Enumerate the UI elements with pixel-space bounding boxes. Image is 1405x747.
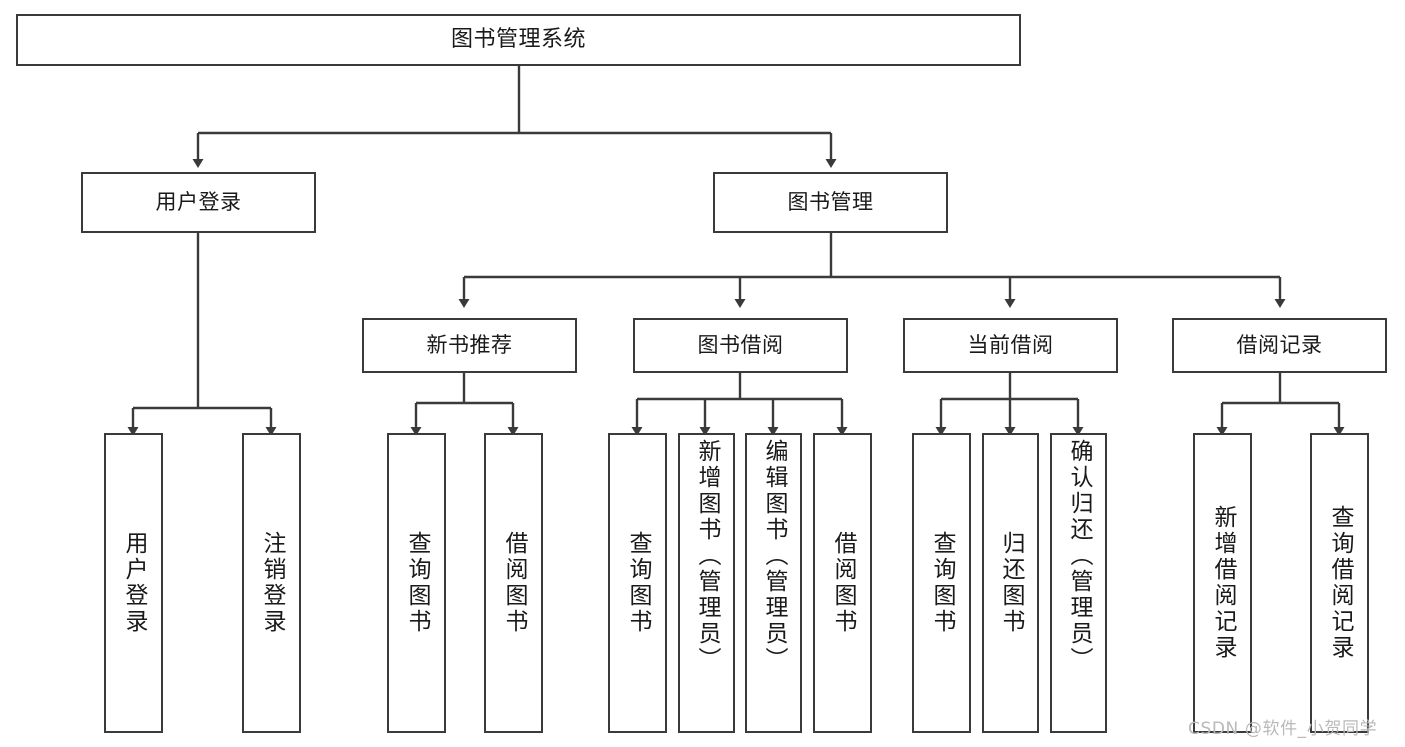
node-label: 新书推荐 (426, 332, 513, 357)
node-book-manage[interactable]: 图书管理 (713, 172, 948, 233)
leaf-edit-book[interactable]: 编辑图书（管理员） (745, 433, 802, 733)
node-label: 确认归还（管理员） (1066, 439, 1092, 673)
node-label: 查询图书 (404, 531, 430, 635)
node-label: 新增图书（管理员） (694, 439, 720, 673)
node-label: 图书管理 (787, 189, 874, 214)
leaf-return-book[interactable]: 归还图书 (982, 433, 1039, 733)
node-label: 查询借阅记录 (1327, 505, 1353, 661)
leaf-borrow-book-borrow[interactable]: 借阅图书 (813, 433, 872, 733)
node-label: 注销登录 (259, 531, 285, 635)
node-current-borrow[interactable]: 当前借阅 (903, 318, 1118, 373)
leaf-add-book[interactable]: 新增图书（管理员） (678, 433, 735, 733)
node-label: 借阅记录 (1236, 332, 1323, 357)
node-book-borrow[interactable]: 图书借阅 (633, 318, 848, 373)
leaf-query-book-recommend[interactable]: 查询图书 (387, 433, 446, 733)
leaf-logout-login[interactable]: 注销登录 (242, 433, 301, 733)
leaf-borrow-book-recommend[interactable]: 借阅图书 (484, 433, 543, 733)
node-label: 归还图书 (998, 531, 1024, 635)
node-root-system[interactable]: 图书管理系统 (16, 14, 1021, 66)
node-label: 用户登录 (155, 189, 242, 214)
leaf-query-borrow-record[interactable]: 查询借阅记录 (1310, 433, 1369, 733)
node-label: 图书借阅 (697, 332, 784, 357)
node-new-book-recommend[interactable]: 新书推荐 (362, 318, 577, 373)
node-label: 借阅图书 (501, 531, 527, 635)
node-label: 用户登录 (121, 531, 147, 635)
node-label: 图书管理系统 (450, 26, 586, 52)
node-user-login[interactable]: 用户登录 (81, 172, 316, 233)
leaf-query-book-current[interactable]: 查询图书 (912, 433, 971, 733)
node-label: 查询图书 (929, 531, 955, 635)
node-borrow-record[interactable]: 借阅记录 (1172, 318, 1387, 373)
node-label: 编辑图书（管理员） (761, 439, 787, 673)
watermark-text: CSDN @软件_小贺同学 (1188, 719, 1378, 739)
leaf-confirm-return[interactable]: 确认归还（管理员） (1050, 433, 1107, 733)
leaf-user-login[interactable]: 用户登录 (104, 433, 163, 733)
leaf-query-book-borrow[interactable]: 查询图书 (608, 433, 667, 733)
node-label: 新增借阅记录 (1210, 505, 1236, 661)
node-label: 借阅图书 (830, 531, 856, 635)
node-label: 查询图书 (625, 531, 651, 635)
node-label: 当前借阅 (967, 332, 1054, 357)
leaf-add-borrow-record[interactable]: 新增借阅记录 (1193, 433, 1252, 733)
